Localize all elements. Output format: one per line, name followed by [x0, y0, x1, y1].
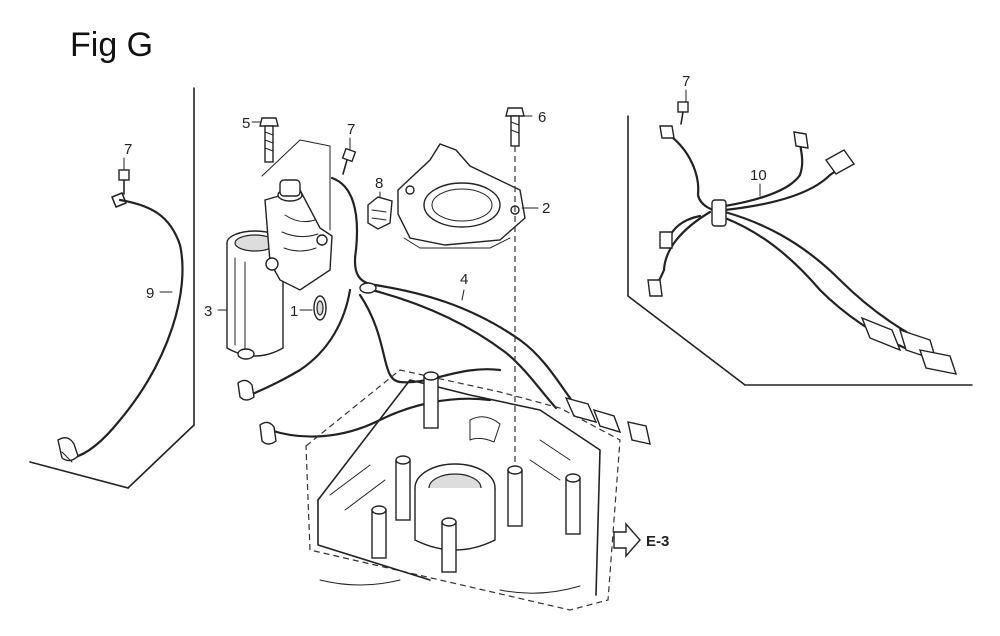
callout-7-left: 7 [124, 141, 132, 158]
callout-10: 10 [750, 167, 767, 184]
callout-5: 5 [242, 115, 250, 132]
callout-9: 9 [146, 285, 154, 302]
right-panel-frame [627, 115, 973, 386]
mounting-plate-2 [397, 143, 526, 249]
callout-4: 4 [460, 271, 468, 288]
bracket-8 [367, 191, 393, 230]
starter-motor-3 [226, 139, 333, 360]
engine-base [305, 369, 621, 611]
callout-7-middle: 7 [347, 121, 355, 138]
wire-harness-10 [647, 125, 958, 375]
bolt-7-right [677, 89, 689, 125]
clip-1 [299, 295, 327, 321]
callout-8: 8 [375, 175, 383, 192]
ground-cable-9 [57, 192, 184, 463]
reference-label: E-3 [646, 533, 669, 550]
bolt-7-left [118, 157, 130, 195]
left-panel-frame [29, 87, 195, 489]
callout-7-right: 7 [682, 73, 690, 90]
bolt-6 [505, 107, 533, 470]
bolt-7-middle [341, 137, 357, 175]
callouts: 1 2 3 4 5 6 7 7 7 8 9 10 [124, 73, 767, 320]
bolt-5 [251, 117, 279, 163]
callout-1: 1 [290, 303, 298, 320]
cable-harness-4 [237, 176, 651, 445]
callout-6: 6 [538, 109, 546, 126]
figure-title: Fig G [70, 26, 154, 64]
callout-2: 2 [542, 200, 550, 217]
callout-3: 3 [204, 303, 212, 320]
reference-arrow-e3: E-3 [613, 522, 669, 558]
